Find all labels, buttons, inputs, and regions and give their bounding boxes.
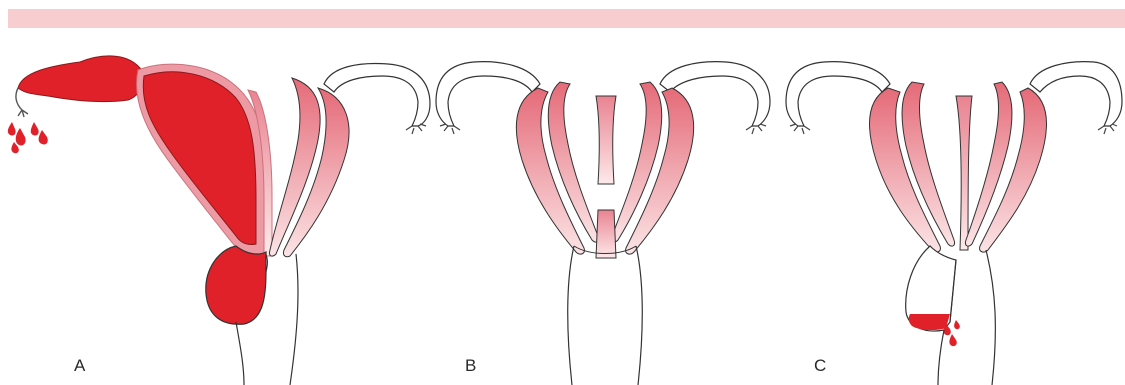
panel-b-upper-septum bbox=[596, 96, 616, 184]
panel-b-vagina bbox=[568, 246, 643, 385]
panel-b-label: B bbox=[465, 356, 476, 376]
panel-b-lower-septum bbox=[596, 210, 616, 258]
panel-a-label: A bbox=[74, 356, 85, 376]
panel-b bbox=[436, 62, 770, 385]
panel-c-label: C bbox=[814, 356, 826, 376]
panel-a-hematosalpinx bbox=[18, 56, 144, 102]
panel-a-blood-drops bbox=[8, 122, 48, 153]
panel-c-septum bbox=[956, 96, 972, 250]
panel-c-blood-pool bbox=[909, 314, 950, 330]
panel-a bbox=[8, 56, 430, 385]
panel-c bbox=[786, 62, 1122, 385]
panel-a-hematocolpos bbox=[206, 246, 266, 324]
